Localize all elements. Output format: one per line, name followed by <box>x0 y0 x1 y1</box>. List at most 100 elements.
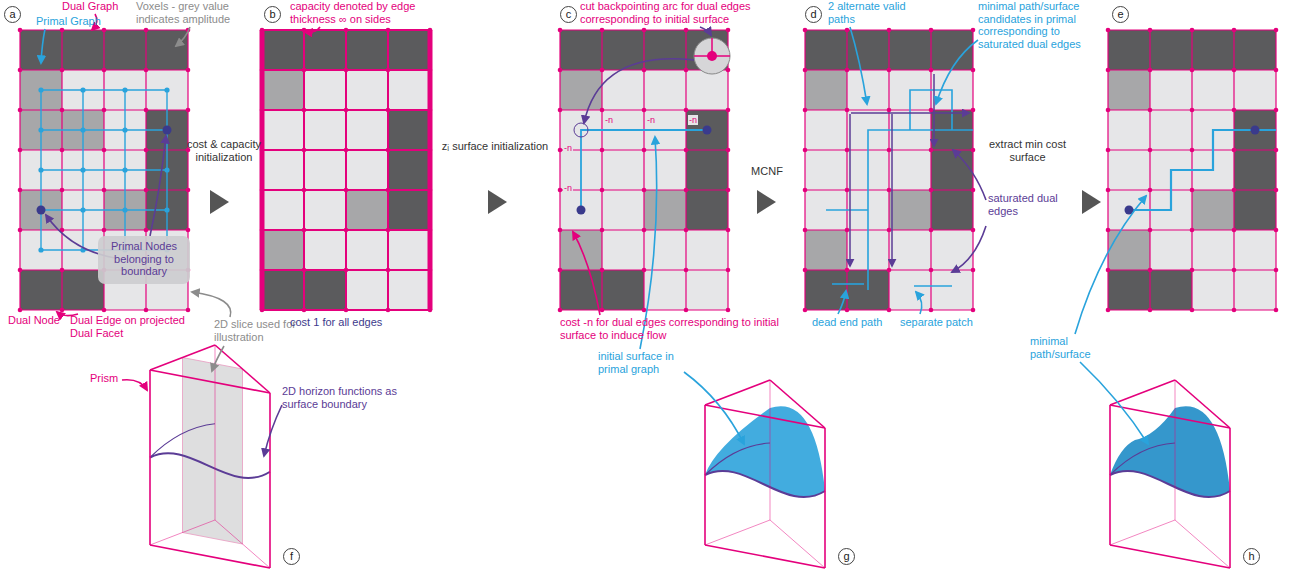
voxel <box>1234 150 1276 190</box>
voxel <box>346 230 388 270</box>
voxel-grid <box>18 28 191 313</box>
dual-node <box>302 148 307 153</box>
dual-node <box>60 108 65 113</box>
dual-node <box>887 108 892 113</box>
primal-node <box>80 207 85 212</box>
dual-node <box>144 68 149 73</box>
primal-node <box>80 127 85 132</box>
voxel <box>262 190 304 230</box>
surface <box>1110 406 1230 497</box>
leader-line <box>305 27 320 32</box>
dual-node <box>803 108 808 113</box>
voxel <box>686 70 728 110</box>
dual-node <box>386 148 391 153</box>
dual-node <box>1148 308 1153 313</box>
dual-node <box>726 228 731 233</box>
voxel <box>346 270 388 310</box>
dual-node <box>344 228 349 233</box>
dual-node <box>60 188 65 193</box>
primal-node <box>122 167 127 172</box>
voxel <box>644 30 686 70</box>
primal-node <box>38 247 43 252</box>
dual-node <box>102 148 107 153</box>
prism-edge <box>1109 405 1111 545</box>
dual-node <box>600 68 605 73</box>
step-arrow <box>488 190 507 214</box>
dual-node <box>302 308 307 313</box>
voxel <box>1234 190 1276 230</box>
dual-node <box>344 108 349 113</box>
leader-line <box>264 405 282 456</box>
dual-node <box>302 108 307 113</box>
dual-node <box>887 228 892 233</box>
dual-node <box>1232 308 1237 313</box>
label-text: 2D slice used for illustration <box>214 318 296 343</box>
dual-node <box>1274 188 1279 193</box>
leader-line <box>122 380 147 390</box>
dual-node <box>1106 268 1111 273</box>
dual-node <box>428 108 433 113</box>
voxel <box>805 150 847 190</box>
step-arrow <box>757 190 776 214</box>
voxel-grid <box>260 28 433 313</box>
dual-node <box>803 188 808 193</box>
dual-node <box>386 188 391 193</box>
dual-edge <box>428 30 433 310</box>
callout-label: cost 1 for all edges <box>290 316 420 329</box>
primal-node <box>164 207 169 212</box>
voxel <box>304 270 346 310</box>
dual-node <box>260 188 265 193</box>
prism-edge <box>269 393 271 568</box>
dual-node <box>1232 28 1237 33</box>
candidate-path <box>826 209 868 211</box>
dual-node <box>1190 68 1195 73</box>
dual-node <box>684 228 689 233</box>
voxel <box>1108 270 1150 310</box>
voxel <box>805 70 847 110</box>
dual-node <box>1232 68 1237 73</box>
prism-edge <box>770 380 825 428</box>
dual-node <box>428 148 433 153</box>
voxel <box>262 150 304 190</box>
annotation-text: Primal Nodes belonging to boundary <box>102 240 186 278</box>
voxel <box>1150 270 1192 310</box>
dual-node <box>803 268 808 273</box>
dual-node <box>642 68 647 73</box>
voxel <box>262 230 304 270</box>
dual-node <box>600 28 605 33</box>
voxel <box>1234 30 1276 70</box>
dual-node <box>929 228 934 233</box>
dual-node <box>1190 308 1195 313</box>
dual-node <box>1106 148 1111 153</box>
dual-node <box>887 28 892 33</box>
voxel <box>644 230 686 270</box>
callout-label: zᵢ surface initialization <box>436 140 554 153</box>
dual-node <box>845 268 850 273</box>
label-text: extract min cost surface <box>989 138 1066 163</box>
panel-letter: f <box>283 548 300 565</box>
label-text: -n <box>689 115 697 125</box>
voxel <box>262 30 304 70</box>
dual-node <box>386 268 391 273</box>
panel-letter: d <box>805 6 822 23</box>
voxel <box>146 30 188 70</box>
callout-label: minimal path/surface candidates in prima… <box>978 0 1106 51</box>
voxel <box>1192 30 1234 70</box>
dual-node <box>260 108 265 113</box>
dual-node <box>102 228 107 233</box>
dual-node <box>642 308 647 313</box>
dual-node <box>929 148 934 153</box>
voxel <box>1150 230 1192 270</box>
dual-node <box>684 28 689 33</box>
primal-edge <box>41 169 167 170</box>
callout-label: dead end path <box>812 316 892 329</box>
dual-node <box>1106 68 1111 73</box>
dual-node <box>558 148 563 153</box>
dual-node <box>929 188 934 193</box>
voxel <box>1108 30 1150 70</box>
dual-node <box>186 188 191 193</box>
voxel <box>805 30 847 70</box>
dual-node <box>1274 28 1279 33</box>
boundary-node <box>1251 126 1260 135</box>
dual-node <box>1148 68 1153 73</box>
